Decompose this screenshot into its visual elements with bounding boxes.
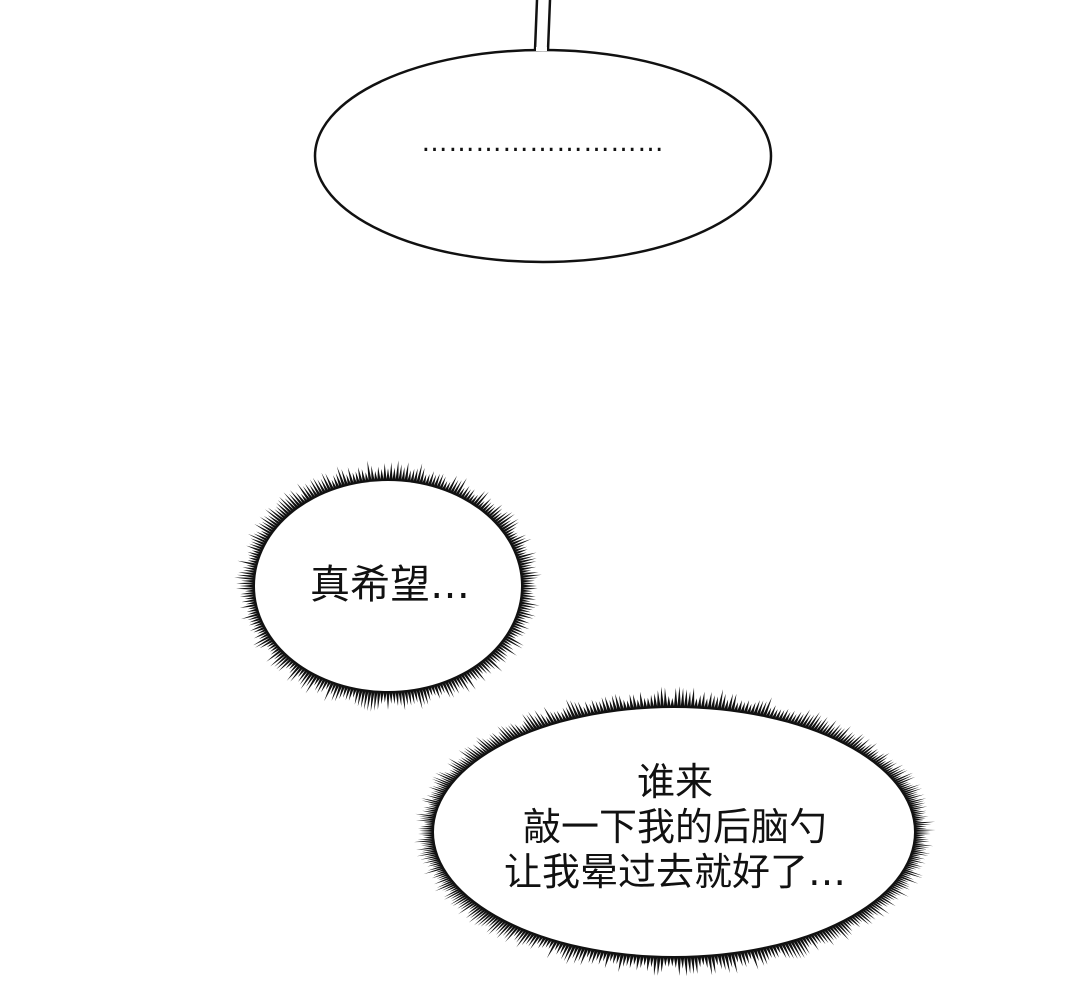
spiky-bubble-thought (255, 481, 521, 691)
bubble-top-text: ……………………… (421, 128, 665, 158)
bubble-bottom-text: 谁来 敲一下我的后脑勺 让我晕过去就好了… (440, 760, 910, 894)
bubble-bottom-line-3: 让我晕过去就好了… (503, 849, 846, 894)
bubble-bottom-line-2: 敲一下我的后脑勺 (522, 804, 827, 849)
speech-bubble-tail (533, 0, 552, 52)
spiky-bubble-bottom (434, 708, 914, 956)
bubble-thought-text: 真希望… (310, 562, 470, 608)
bubble-bottom-line-1: 谁来 (636, 760, 713, 804)
